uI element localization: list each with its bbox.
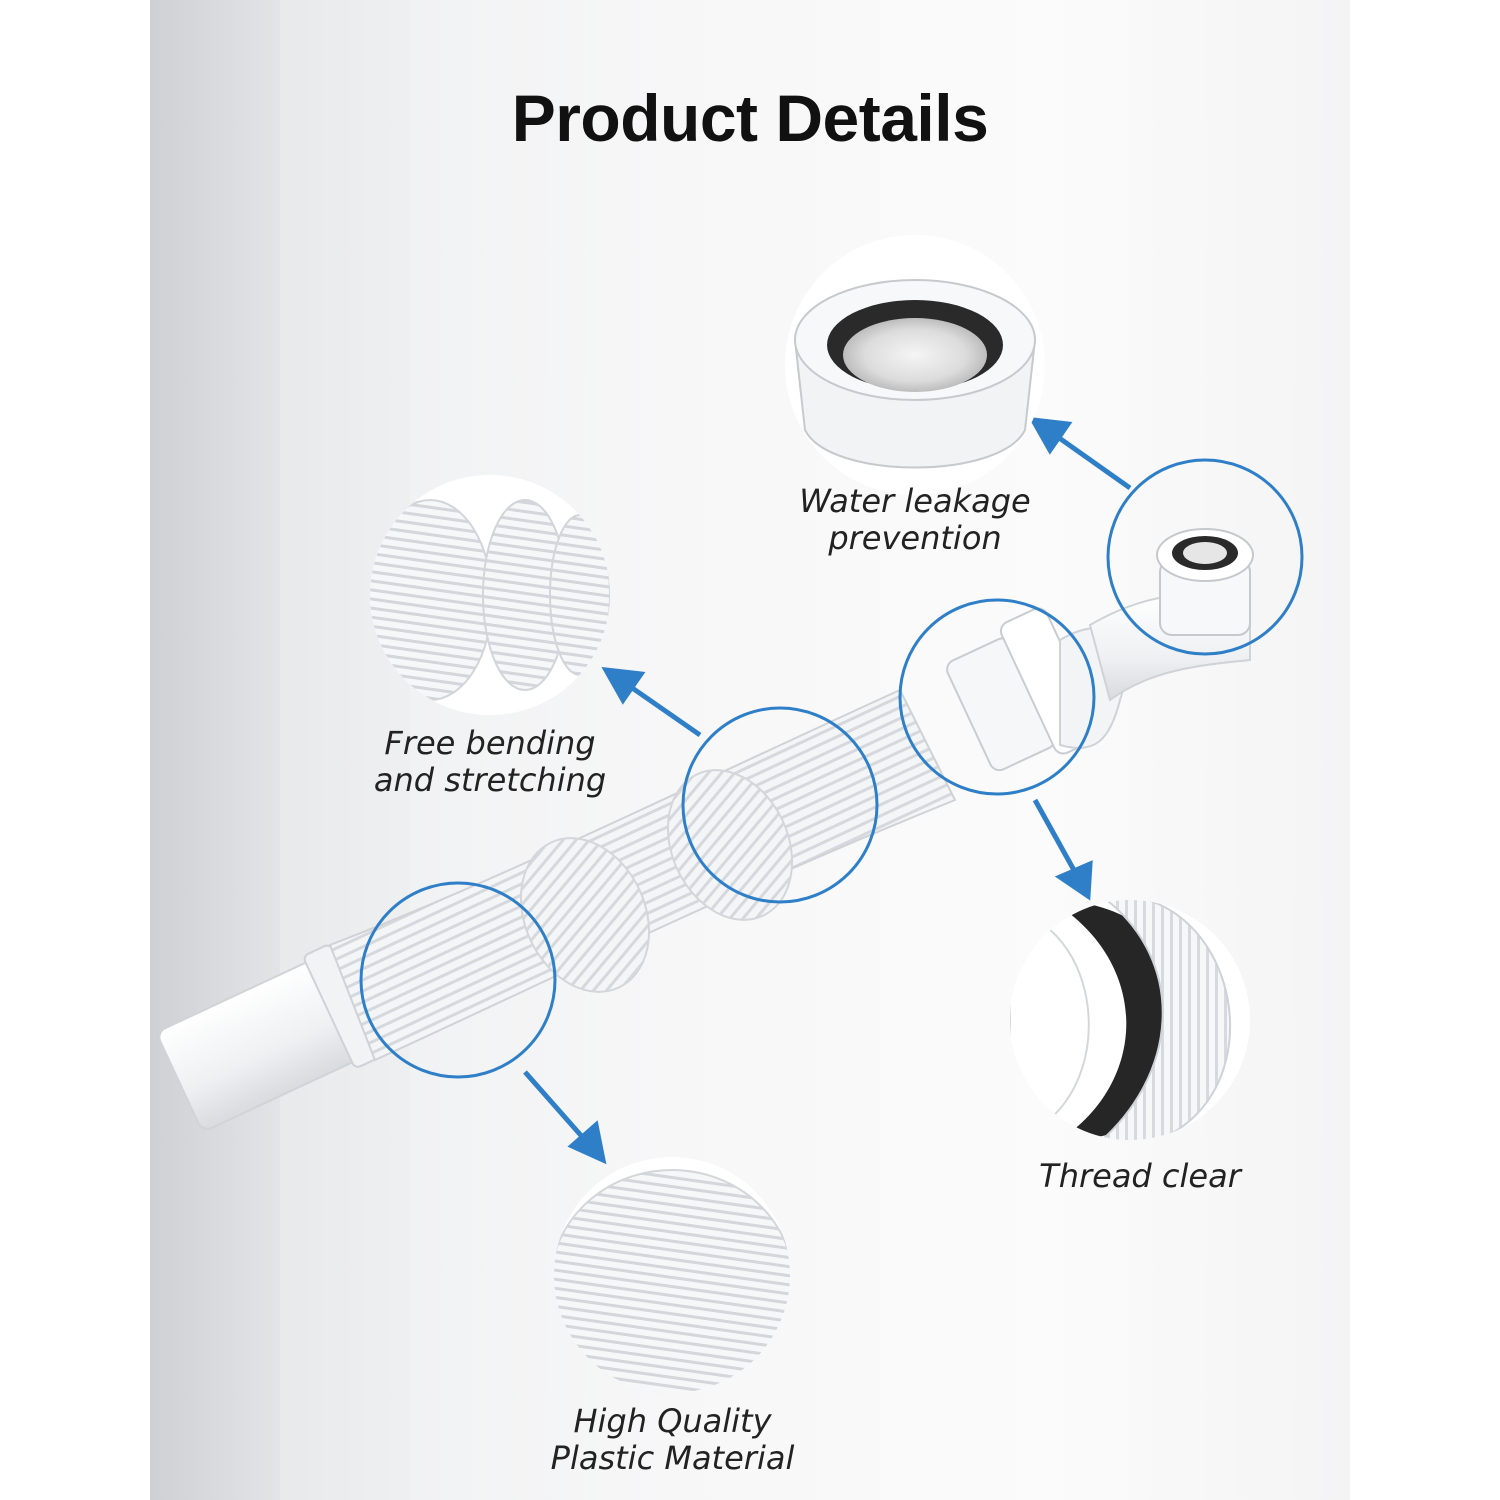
caption-line: Plastic Material xyxy=(550,1439,795,1477)
magnifier-circle-icon xyxy=(359,881,557,1079)
caption-line: Free bending xyxy=(384,724,596,762)
caption-line: High Quality xyxy=(573,1402,772,1440)
page-title: Product Details xyxy=(511,81,989,155)
caption-line: Water leakage xyxy=(799,482,1031,520)
caption-line: and stretching xyxy=(373,761,607,799)
caption-water-leakage: Water leakage prevention xyxy=(760,483,1070,557)
caption-free-bending: Free bending and stretching xyxy=(340,725,640,799)
detail-thread-clear xyxy=(1010,900,1250,1140)
arrow-icon xyxy=(523,1070,607,1165)
caption-thread-clear: Thread clear xyxy=(1010,1158,1270,1195)
magnifier-circle-icon xyxy=(681,706,879,904)
arrow-icon xyxy=(1032,798,1093,901)
caption-line: prevention xyxy=(828,519,1002,557)
magnifier-circle-icon xyxy=(1106,458,1304,656)
background-stripe xyxy=(150,0,280,1500)
magnifier-circle-icon xyxy=(898,598,1096,796)
background-stripe xyxy=(280,0,410,1500)
detail-free-bending xyxy=(370,475,610,715)
drain-pipe xyxy=(158,528,1254,1130)
arrow-icon xyxy=(1028,416,1132,491)
caption-line: Thread clear xyxy=(1039,1157,1241,1195)
arrow-icon xyxy=(601,666,702,738)
caption-high-quality: High Quality Plastic Material xyxy=(520,1403,825,1477)
detail-high-quality xyxy=(554,1157,790,1393)
detail-water-leakage xyxy=(785,235,1045,495)
